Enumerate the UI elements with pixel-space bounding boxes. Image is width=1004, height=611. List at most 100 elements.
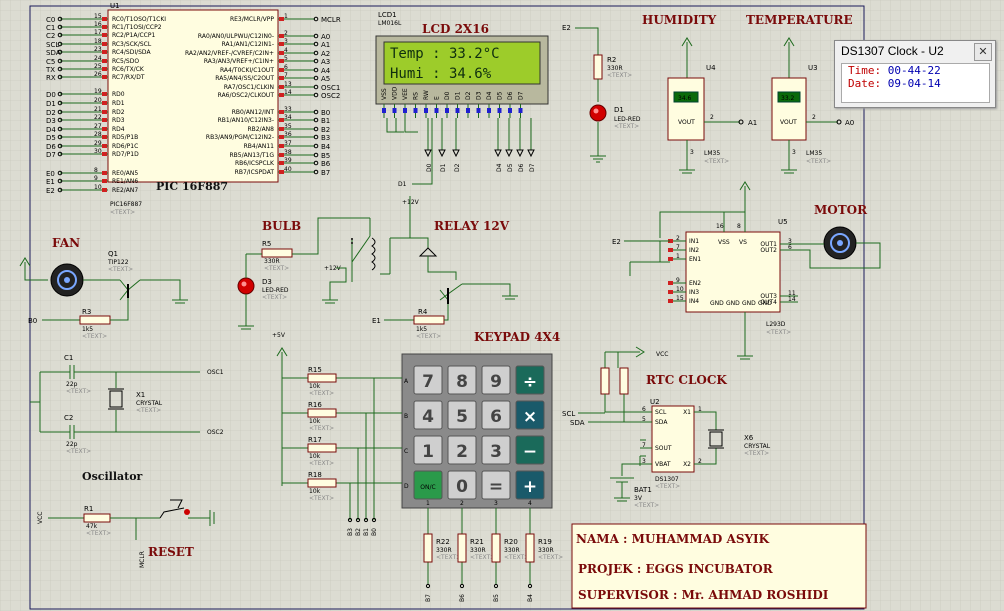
col-res-text: <TEXT> [436,554,461,561]
humidity-sensor-u4[interactable]: HUMIDITY U4 34.6 VOUT 2 A1 3 LM35 <TEXT> [642,13,757,174]
oscillator-circuit[interactable]: C1 22p <TEXT> OSC1 C2 22p <TEXT> OSC2 X1… [30,354,224,483]
temperature-sensor-u3[interactable]: TEMPERATURE U3 33.2 VOUT 2 A0 3 LM35 <TE… [746,13,854,174]
lcd-pin-label: D3 [476,91,483,100]
keypad-key[interactable] [413,400,443,430]
mcu-pin-net: D5 [46,134,56,142]
mcu-pin-fn: RD7/P1D [112,151,139,158]
u3-vout: VOUT [780,119,797,126]
mcu-pin-fn: RD2 [112,109,125,116]
lcd-module[interactable]: LCD1 LM016L LCD 2X16 Temp : 33.2°C Humi … [375,11,549,188]
keypad-key[interactable] [515,470,545,500]
lcd-pin-label: D2 [465,91,472,100]
keypad-key[interactable] [481,400,511,430]
keypad-col-resistor [457,533,467,563]
mcu-pin-net: D7 [46,151,56,159]
lcd-ref: LCD1 [378,11,397,19]
keypad-key[interactable] [413,470,443,500]
info-name: NAMA : MUHAMMAD ASYIK [576,532,770,546]
u5-pin-num: 3 [788,238,792,245]
u5-pin-num: 15 [676,295,684,302]
keypad-key[interactable] [447,470,477,500]
svg-text:2: 2 [812,114,816,121]
keypad-key[interactable] [481,470,511,500]
keypad-key[interactable] [515,365,545,395]
r2-body [593,54,603,80]
mcu-pin-net: C1 [46,24,55,32]
lcd-pin-label: RS [413,92,420,100]
mcu-pin-num: 4 [284,47,288,54]
bulb-led [237,277,255,295]
ds1307-clock-window[interactable]: DS1307 Clock - U2 ✕ Time: 00-44-22 Date:… [834,40,996,108]
mcu-pin-num: 18 [94,38,102,45]
fan-circuit[interactable]: FAN Q1 TIP122 <TEXT> R3 B0 1k5 <TEXT> [19,236,188,340]
mcu-pin-num: 27 [94,123,102,130]
u5-net: E2 [612,238,621,246]
r5-text: <TEXT> [264,265,289,272]
keypad-key[interactable] [413,435,443,465]
status-led-d1[interactable]: E2 R2 330R <TEXT> D1 LED-RED <TEXT> [562,24,641,163]
humidity-title: HUMIDITY [642,13,717,27]
osc-net2: OSC2 [207,429,224,436]
keypad-row-resistor [307,443,337,453]
q1-model: TIP122 [107,259,129,266]
mcu-pin-fn: RB5/AN13/T1G [229,152,274,159]
mcu-pin-net: A5 [321,75,330,83]
col-res-ref: R20 [504,538,518,546]
keypad-key[interactable] [447,435,477,465]
reset-circuit[interactable]: VCC R1 47k <TEXT> MCLR RESET [37,499,215,568]
keypad-col-label: 4 [528,500,532,507]
mcu-pin-fn: RC4/SDI/SDA [112,49,151,56]
keypad-key[interactable] [413,365,443,395]
mcu-pin-num: 1 [284,13,288,20]
mcu-pin-net: E0 [46,170,55,178]
u5-text: <TEXT> [766,329,791,336]
col-res-ref: R22 [436,538,450,546]
mcu-pin-net: B6 [321,160,331,168]
mcu-pin-num: 14 [284,89,292,96]
info-project: PROJEK : EGGS INCUBATOR [578,562,774,576]
mcu-pin-fn: RD4 [112,126,125,133]
keypad-col-label: 2 [460,500,464,507]
mcu-pin-fn: RB1/AN10/C12IN3- [218,117,274,124]
d3-ref: D3 [262,278,272,286]
bat1-text: <TEXT> [634,502,659,509]
lcd-net-label: D4 [496,163,503,172]
close-icon[interactable]: ✕ [974,43,992,61]
u2-pin-num: 2 [698,458,702,465]
fan-net: B0 [28,317,37,325]
relay-circuit[interactable]: RELAY 12V +12V +12V R4 E1 1k5 <TEXT> [322,196,518,340]
info-supervisor: SUPERVISOR : Mr. AHMAD ROSHIDI [578,588,829,602]
keypad-key[interactable] [515,400,545,430]
keypad-key-label: ÷ [523,372,537,392]
u2-text: <TEXT> [655,483,680,490]
r3-text: <TEXT> [82,333,107,340]
temperature-title: TEMPERATURE [746,13,853,27]
mcu-pin-net: A0 [321,33,330,41]
u2-pin-num: 5 [642,416,646,423]
u5-model: L293D [766,321,786,328]
u5-pin-fn: EN2 [689,280,701,287]
keypad-key[interactable] [481,365,511,395]
mcu-pin-fn: RB7/ICSPDAT [235,169,275,176]
c1-text: <TEXT> [66,388,91,395]
bulb-circuit[interactable]: BULB R5 330R <TEXT> D3 LED-RED <TEXT> [237,217,370,330]
bulb-title: BULB [262,219,301,233]
keypad-key[interactable] [447,365,477,395]
mcu-pin-net: B5 [321,152,330,160]
keypad-key[interactable] [447,400,477,430]
u5-pin-num: 8 [737,223,741,230]
mcu-pin-num: 25 [94,63,102,70]
keypad-key[interactable] [515,435,545,465]
c1-ref: C1 [64,354,73,362]
lcd-model: LM016L [378,20,402,27]
mcu-pin-net: D0 [46,91,56,99]
mcu-pin-fn: RD1 [112,100,125,107]
u2-pin-num: 7 [642,442,646,449]
keypad-key[interactable] [481,435,511,465]
u2-pin-fn: X1 [683,409,691,416]
